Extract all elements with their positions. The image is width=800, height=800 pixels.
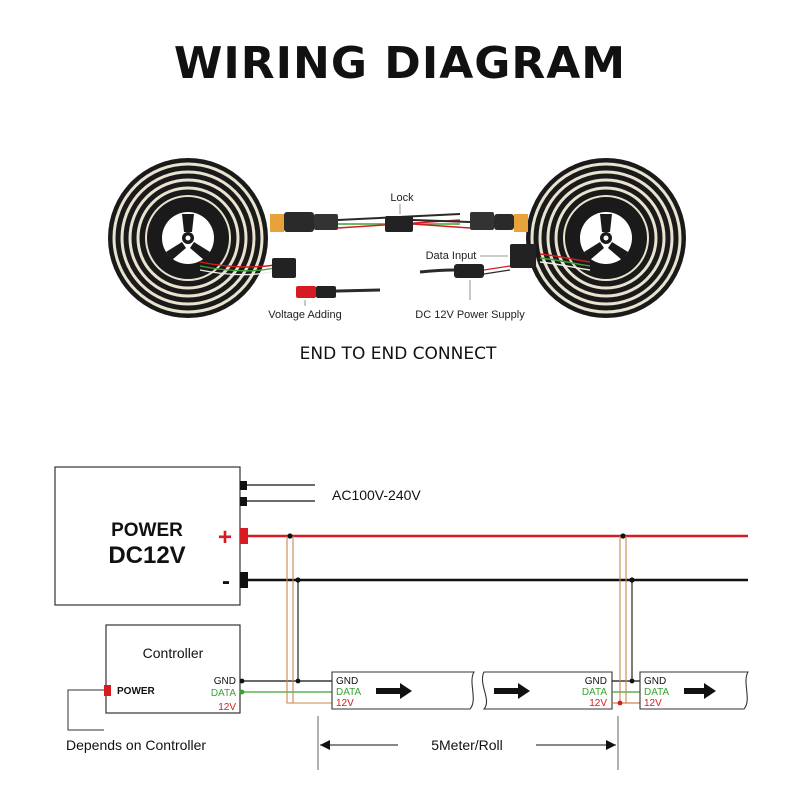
controller-pin-data: DATA xyxy=(211,688,237,699)
led-reel-right xyxy=(524,156,688,320)
end-to-end-illustration: Lock Voltage Adding Data Input DC 12V Po… xyxy=(106,156,688,364)
controller-box xyxy=(105,624,241,714)
strip-end-left xyxy=(270,214,284,232)
led-strip-segment-2 xyxy=(482,671,613,710)
length-label: 5Meter/Roll xyxy=(431,737,503,753)
jst-connector-left xyxy=(314,214,338,230)
controller-power-label: POWER xyxy=(117,686,156,697)
controller-pin-12v: 12V xyxy=(218,702,236,713)
ac-terminal-1 xyxy=(240,481,247,490)
power-supply-line2: DC12V xyxy=(108,542,185,569)
strip2-arrow-icon xyxy=(494,683,530,699)
label-lock: Lock xyxy=(390,192,414,204)
strip3-pin-12v: 12V xyxy=(644,698,662,709)
plus-sign: + xyxy=(218,524,232,551)
strip3-pin-data: DATA xyxy=(644,687,670,698)
power-supply-line1: POWER xyxy=(111,520,183,541)
page-title: WIRING DIAGRAM xyxy=(174,38,626,89)
voltage-adding-connector xyxy=(272,258,296,278)
data-input-connector xyxy=(510,244,536,268)
caption-end-to-end: END TO END CONNECT xyxy=(300,344,497,364)
strip3-arrow-icon xyxy=(684,683,716,699)
schematic: POWER DC12V AC100V-240V + - Controller P… xyxy=(54,466,749,770)
strip2-pin-gnd: GND xyxy=(585,676,607,687)
ac-voltage-label: AC100V-240V xyxy=(332,487,421,503)
minus-sign: - xyxy=(222,568,230,595)
led-reel-left xyxy=(106,156,270,320)
controller-pin-gnd: GND xyxy=(214,676,236,687)
lock-connector xyxy=(385,216,413,232)
ac-terminal-2 xyxy=(240,497,247,506)
strip3-pin-gnd: GND xyxy=(644,676,666,687)
dc-barrel-connector xyxy=(454,264,484,278)
minus-terminal xyxy=(240,572,248,588)
label-data-input: Data Input xyxy=(426,250,477,262)
power-supply-box xyxy=(54,466,241,606)
plus-terminal xyxy=(240,528,248,544)
strip2-pin-12v: 12V xyxy=(589,698,607,709)
footnote-depends-on-controller: Depends on Controller xyxy=(66,737,206,753)
strip1-pin-gnd: GND xyxy=(336,676,358,687)
strip1-pin-data: DATA xyxy=(336,687,362,698)
controller-title: Controller xyxy=(143,645,204,661)
strip2-pin-data: DATA xyxy=(582,687,608,698)
strip1-arrow-icon xyxy=(376,683,412,699)
strip1-pin-12v: 12V xyxy=(336,698,354,709)
controller-power-port xyxy=(104,685,111,696)
label-dc-power-supply: DC 12V Power Supply xyxy=(415,309,525,321)
label-voltage-adding: Voltage Adding xyxy=(268,309,341,321)
strip-end-right xyxy=(514,214,528,232)
